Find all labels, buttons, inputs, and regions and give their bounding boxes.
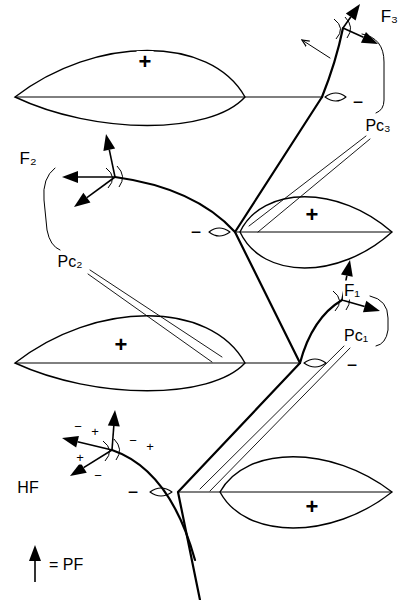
leaf: + (220, 445, 392, 540)
bud (325, 93, 346, 101)
leaf-blade (15, 51, 245, 126)
bracket (362, 34, 384, 113)
leaf: + (15, 35, 245, 135)
pf-arrow-shaft (78, 176, 115, 178)
flower-label: HF (16, 479, 39, 497)
bud (209, 228, 230, 236)
pf-arrow-head (108, 410, 120, 426)
leader-line (90, 270, 222, 357)
pf-arrow-shaft (109, 150, 115, 177)
leaf-outline (15, 35, 245, 135)
pf-arrow-head (341, 260, 353, 277)
leaf-sign: + (304, 496, 321, 518)
pf-arrow-head (62, 171, 78, 183)
polarity-sign: − (93, 468, 103, 483)
pf-arrow-shaft (342, 300, 365, 307)
petiole (245, 362, 300, 363)
leaf-outline (15, 300, 245, 400)
leaf: + (240, 185, 392, 280)
flower-arc (334, 17, 351, 39)
pf-arrow-head (74, 193, 90, 207)
part-label: Pc₂ (57, 253, 84, 271)
pf-arrow-head (103, 134, 115, 151)
leaf-blade (220, 457, 392, 528)
polarity-sign: + (75, 450, 85, 465)
bracket (44, 168, 60, 250)
polarity-sign: + (145, 439, 155, 454)
pf-arrow-head (361, 32, 378, 44)
polarity-sign: − (127, 482, 140, 502)
midrib (15, 363, 245, 364)
flower-arc (103, 439, 120, 461)
midrib (240, 232, 392, 233)
polarity-sign: − (190, 222, 203, 242)
leader-line (88, 274, 212, 362)
leaf-blade (240, 197, 392, 268)
leaf-outline (220, 445, 392, 540)
main-stem (178, 97, 322, 600)
polarity-sign: − (352, 92, 365, 112)
pf-arrow-head (62, 436, 79, 448)
leaf-blade (15, 316, 245, 391)
polarity-sign: − (73, 419, 83, 434)
flower-stalk (322, 28, 343, 97)
flower-arc (106, 166, 123, 188)
pf-arrow-shaft (84, 450, 112, 468)
pf-arrow-shaft (34, 561, 36, 582)
flower-stalk (112, 450, 195, 560)
pf-arrow-head (70, 462, 87, 476)
pf-arrow-shaft (87, 177, 115, 198)
pf-arrow-shaft (343, 28, 363, 37)
flower-label: F₃ (380, 7, 399, 26)
thin-arrow (302, 40, 330, 58)
polarity-sign: − (128, 433, 138, 448)
pf-arrow-head (346, 4, 360, 21)
bud (150, 488, 172, 496)
leader-line (210, 348, 350, 491)
leader-line (200, 346, 344, 489)
legend-text: = PF (48, 556, 84, 574)
leader-line (249, 136, 366, 226)
bracket (370, 296, 388, 346)
pf-arrow-head (29, 545, 41, 561)
part-label: Pc₃ (364, 117, 391, 135)
leaf-sign: + (113, 334, 130, 356)
midrib (220, 492, 392, 493)
midrib (15, 97, 245, 98)
polarity-sign: − (346, 355, 359, 375)
leaf: + (15, 300, 245, 400)
leader-line (258, 139, 370, 232)
leaf-sign: + (304, 204, 321, 226)
flower-label: F₂ (19, 149, 38, 168)
flower-label: F₁ (343, 281, 361, 300)
pf-arrow-head (363, 301, 380, 313)
leaf-outline (240, 185, 392, 280)
petiole (178, 491, 220, 492)
part-label: Pc₁ (343, 327, 369, 345)
polarity-sign: + (90, 424, 100, 439)
bud (304, 359, 326, 367)
flower-stalk (115, 177, 235, 232)
leaf-sign: + (137, 51, 154, 73)
pf-arrow-shaft (112, 426, 114, 450)
petiole (245, 96, 322, 97)
